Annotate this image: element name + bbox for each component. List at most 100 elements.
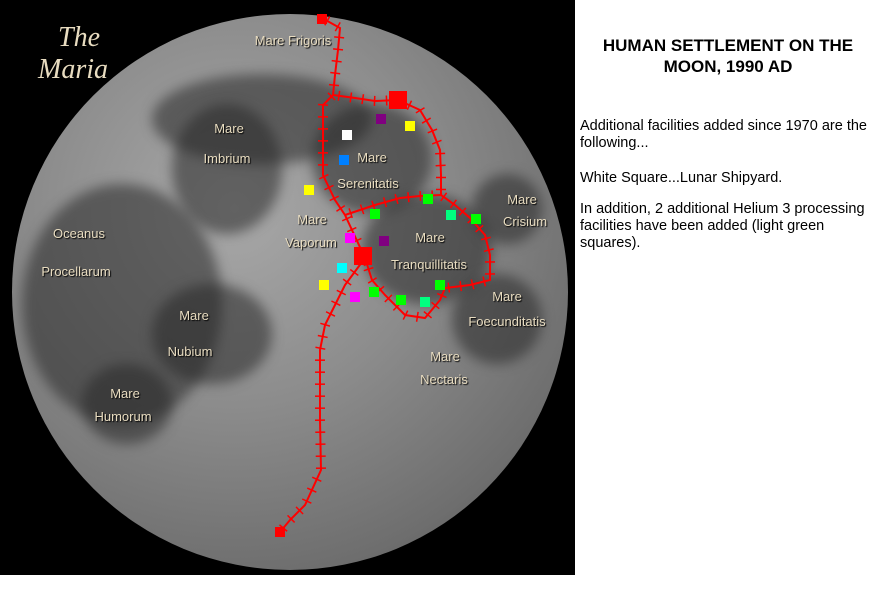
track-tie [301,498,312,504]
track-tie [327,92,336,101]
track-tie [331,300,341,307]
title-word: The [58,22,100,53]
magenta-square [350,292,360,302]
track-tie [295,506,304,515]
green-square [435,280,445,290]
paragraph-additional-facilities: Additional facilities added since 1970 a… [580,118,867,151]
track-tie [449,199,457,209]
track-tie [361,94,365,105]
red-square-large [389,91,407,109]
track-tie [349,268,359,277]
label-nectaris: Mare [430,349,460,364]
label-humorum: Mare [110,386,140,401]
track-tie [415,107,425,114]
label-tranquillitatis: Tranquillitatis [390,257,468,272]
label-serenitatis: Serenitatis [337,176,399,191]
track-tie [470,279,475,290]
track-tie [320,322,331,327]
track-tie [421,117,432,124]
track-tie [384,294,393,303]
track-tranquillitatis-loop [344,193,491,320]
label-crisium: Crisium [502,214,548,229]
track-tie [480,236,491,241]
label-nubium: Nubium [167,344,213,359]
yellow-square [319,280,329,290]
label-vaporum: Mare [297,212,327,227]
track-tie [407,192,410,203]
track-serenitatis-east [332,94,442,195]
track-tie [483,248,494,253]
green-square [396,295,406,305]
magenta-square [345,233,355,243]
label-frigoris: Mare Frigoris [254,33,332,48]
track-tie [458,207,467,216]
track-tie [306,487,317,493]
red-square [275,527,285,537]
track-tie [334,22,341,32]
track-tie [359,204,365,215]
track-tie [342,278,352,286]
track-tie [482,276,487,287]
purple-square [376,114,386,124]
track-tie [402,310,409,320]
track-tie [336,205,346,212]
label-oceanus: Procellarum [41,264,111,279]
track-tie [329,195,340,202]
label-nectaris: Nectaris [420,372,468,387]
railway-track [278,16,495,533]
green-square [423,194,433,204]
page-title: HUMAN SETTLEMENT ON THE MOON, 1990 AD [602,36,854,76]
track-tie [336,289,347,296]
track-tie [394,193,399,204]
track-tie [318,173,329,180]
track-tie [431,139,442,145]
label-humorum: Humorum [94,409,152,424]
green-square [471,214,481,224]
track-tie [459,281,463,292]
track-tie [318,103,329,107]
track-tie [440,192,448,202]
track-tie [328,83,340,87]
track-tie [346,226,357,233]
yellow-square [304,185,314,195]
track-tie [415,311,419,322]
track-tie [315,346,326,350]
paragraph-helium3: In addition, 2 additional Helium 3 proce… [580,201,865,251]
track-tie [334,36,345,39]
track-tie [363,266,374,272]
moon-map: The Maria Mare Frigoris Mare Imbrium Mar… [0,0,575,575]
paragraph-white-square: White Square...Lunar Shipyard. [580,170,783,186]
label-vaporum: Vaporum [285,235,337,250]
track-tie [349,92,353,103]
white-square-lunar-shipyard [342,130,352,140]
track-tie [406,100,413,111]
track-south [279,257,366,533]
track-tie [475,224,484,233]
label-imbrium: Imbrium [203,151,251,166]
track-tie [371,200,376,211]
green-square [370,209,380,219]
label-foecunditatis: Mare [492,289,522,304]
track-tie [287,514,296,523]
yellow-square [405,121,415,131]
track-tie [325,311,336,317]
track-tie [331,59,342,63]
light-green-square [420,297,430,307]
track-tie [337,90,341,101]
track-tie [311,476,322,483]
track-tie [427,128,438,134]
label-foecunditatis: Foecunditatis [468,314,546,329]
blue-square [339,155,349,165]
maria-title: The Maria [38,22,108,86]
track-tie [348,208,353,219]
purple-square [379,236,389,246]
red-square [317,14,327,24]
track-tie [324,184,334,191]
cyan-square [337,263,347,273]
track-tie [431,301,440,310]
light-green-square [446,210,456,220]
track-tie [330,71,341,75]
label-imbrium: Mare [214,121,244,136]
track-tie [447,282,451,293]
track-tie [436,292,447,299]
